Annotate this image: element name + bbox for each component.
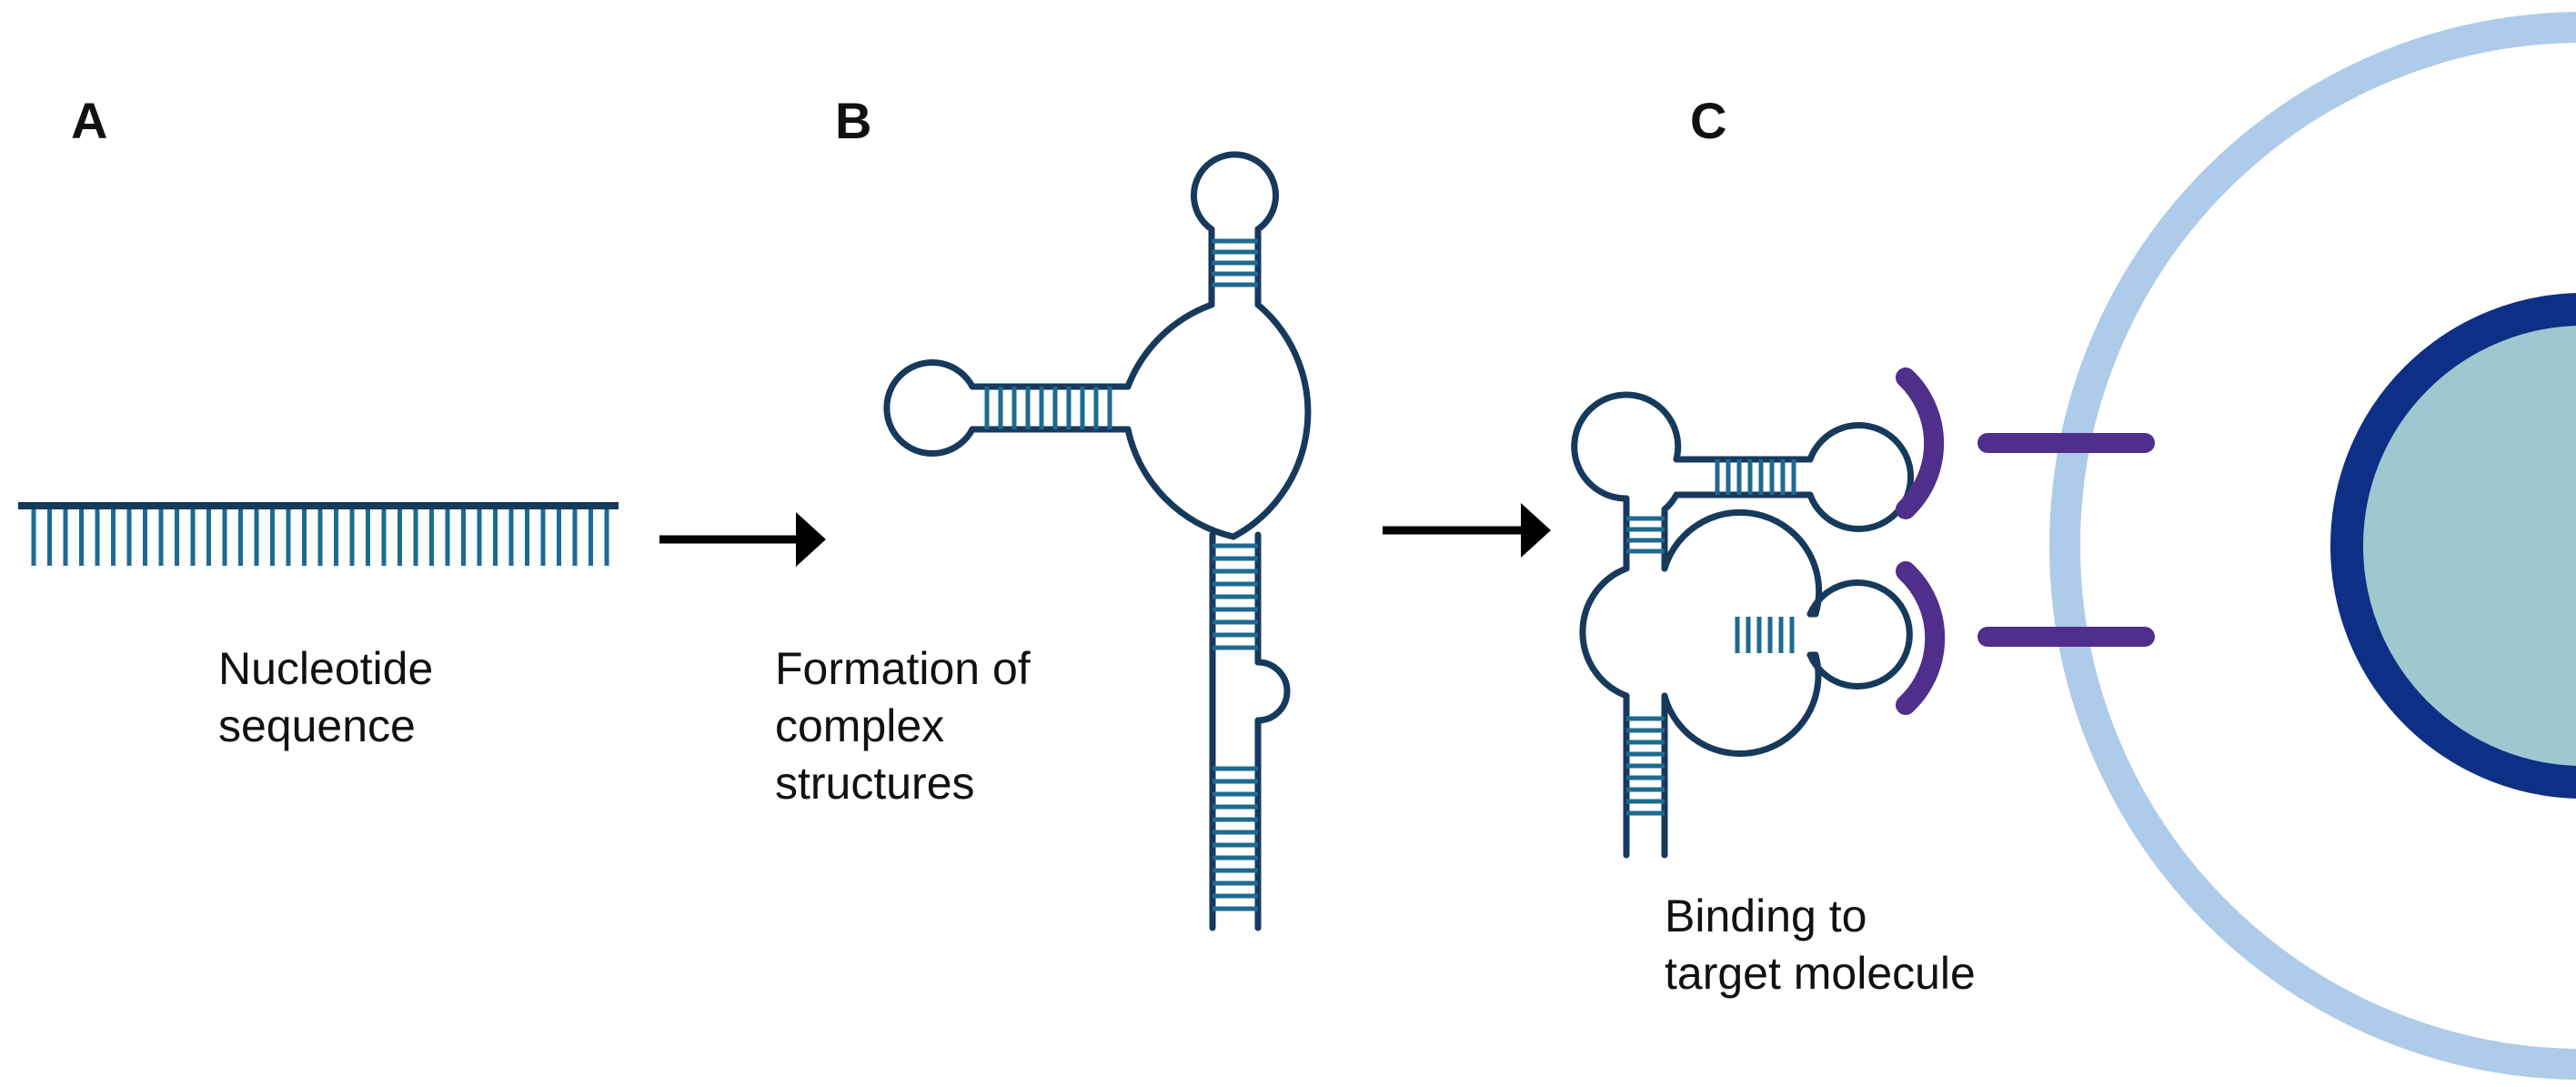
cell-nucleus: [2330, 293, 2576, 799]
caption-b-line-1: Formation of: [775, 643, 1031, 694]
target-receptors: [1896, 367, 2155, 715]
caption-b-line-3: structures: [775, 758, 975, 809]
caption-c-line-1: Binding to: [1665, 891, 1867, 941]
structure-outline: [883, 151, 1312, 931]
binding-aptamer: [1571, 391, 1914, 859]
caption-a: Nucleotide sequence: [218, 643, 446, 751]
strand-bases: [31, 509, 609, 566]
caption-a-line-1: Nucleotide: [218, 643, 433, 694]
receptor-lower: [1896, 561, 2155, 715]
panel-letter-b: B: [835, 92, 871, 149]
panel-letter-c: C: [1690, 92, 1726, 149]
folded-aptamer: [883, 151, 1312, 931]
caption-c: Binding to target molecule: [1665, 891, 1976, 999]
panel-letter-a: A: [71, 92, 107, 149]
folded-base-pairs: [984, 238, 1258, 911]
cell-membrane: [2049, 12, 2576, 1080]
binding-outline: [1571, 391, 1914, 859]
target-cell: [2049, 12, 2576, 1080]
receptor-cup: [1896, 561, 1946, 715]
caption-b-line-2: complex: [775, 700, 944, 751]
caption-b: Formation of complex structures: [775, 643, 1043, 809]
receptor-cup: [1896, 367, 1945, 519]
caption-c-line-2: target molecule: [1665, 948, 1976, 999]
caption-a-line-2: sequence: [218, 700, 416, 751]
arrow-head: [1521, 503, 1551, 558]
arrow-a-to-b: [659, 512, 826, 567]
arrow-head: [796, 512, 826, 567]
receptor-upper: [1896, 367, 2155, 519]
arrow-b-to-c: [1383, 503, 1551, 558]
binding-base-pairs: [1626, 459, 1796, 816]
nucleotide-strand: [18, 502, 619, 566]
